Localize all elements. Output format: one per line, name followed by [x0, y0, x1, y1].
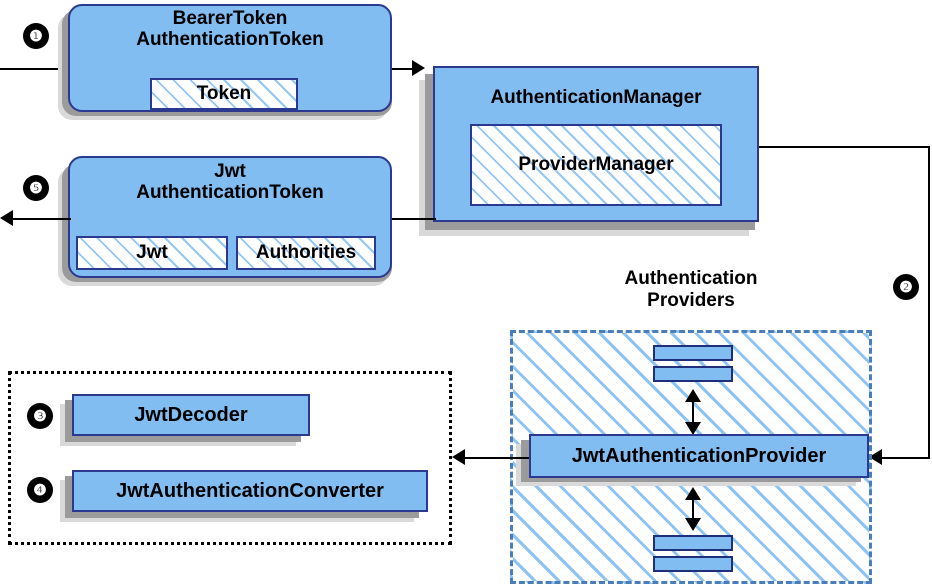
jwt-authentication-provider-label: JwtAuthenticationProvider [571, 444, 827, 467]
manager-to-provider-line-top [759, 146, 930, 148]
jwt-token-inner-authorities[interactable]: Authorities [236, 236, 376, 270]
incoming-request-line [0, 68, 72, 70]
step-marker-1: ❶ [24, 24, 48, 48]
bearer-to-manager-arrowhead [412, 60, 425, 76]
provider-to-support-arrowhead [452, 449, 465, 465]
manager-to-provider-arrowhead [869, 449, 882, 465]
provider-link-top-arrow-down [685, 422, 701, 435]
jwt-token-inner-jwt[interactable]: Jwt [76, 236, 228, 270]
jwt-token-outgoing-line [13, 218, 71, 220]
manager-to-provider-line-vertical [928, 146, 930, 458]
provider-link-bottom-arrow-down [685, 518, 701, 531]
jwt-authentication-converter-node[interactable]: JwtAuthenticationConverter [72, 470, 428, 512]
bearer-token-inner-token[interactable]: Token [150, 78, 298, 110]
step-marker-3: ❸ [28, 404, 52, 428]
provider-stack-bar-bottom-2 [653, 556, 733, 572]
provider-stack-bar-bottom-1 [653, 535, 733, 551]
step-marker-5: ❺ [24, 176, 48, 200]
jwt-decoder-node[interactable]: JwtDecoder [72, 394, 310, 436]
authentication-providers-caption-line2: Providers [647, 289, 735, 311]
manager-to-jwt-token-line [392, 218, 436, 220]
manager-to-provider-line-bottom [882, 457, 930, 459]
jwt-decoder-label: JwtDecoder [134, 403, 248, 426]
bearer-to-manager-line [392, 68, 420, 70]
bearer-token-inner-token-label: Token [196, 83, 252, 104]
authentication-providers-caption: Authentication Providers [510, 268, 872, 312]
jwt-authentication-provider-node[interactable]: JwtAuthenticationProvider [529, 434, 869, 478]
provider-link-top-line [692, 395, 694, 423]
provider-stack-bar-top-2 [653, 366, 733, 382]
authentication-manager-inner-provider-manager[interactable]: ProviderManager [470, 124, 722, 206]
jwt-token-inner-jwt-label: Jwt [136, 242, 168, 263]
jwt-authentication-converter-label: JwtAuthenticationConverter [116, 479, 384, 502]
jwt-token-inner-authorities-label: Authorities [255, 242, 357, 263]
step-marker-2: ❷ [894, 275, 918, 299]
support-components-container [8, 371, 452, 545]
authentication-providers-caption-line1: Authentication [624, 268, 758, 289]
step-marker-4: ❹ [28, 478, 52, 502]
provider-link-bottom-line [692, 493, 694, 519]
provider-stack-bar-top-1 [653, 345, 733, 361]
provider-manager-label: ProviderManager [518, 154, 674, 175]
provider-to-support-line [465, 457, 529, 459]
jwt-token-outgoing-arrowhead [0, 210, 13, 226]
